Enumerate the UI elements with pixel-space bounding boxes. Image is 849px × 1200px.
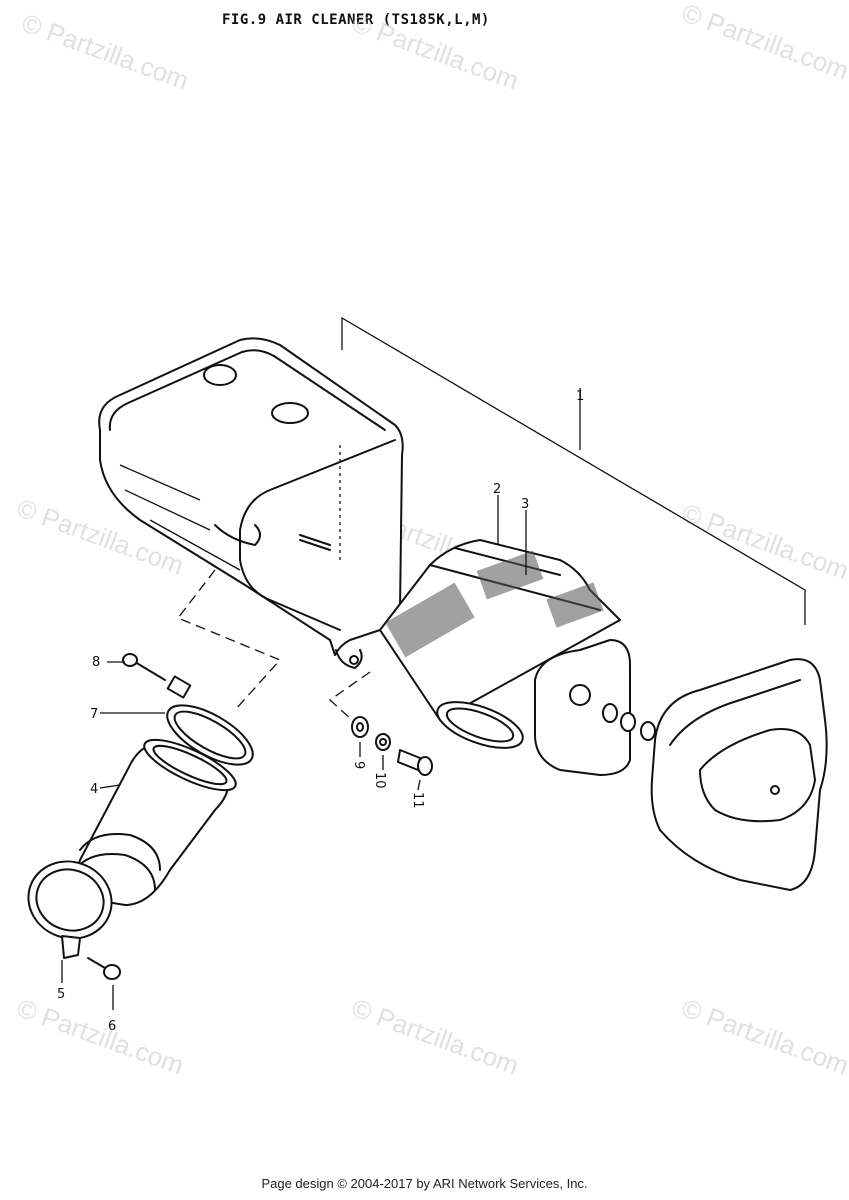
clamp-screw-lower <box>87 957 121 980</box>
callout-7: 7 <box>90 707 98 722</box>
watermark: © Partzilla.com <box>678 0 849 86</box>
callout-10: 10 <box>372 772 387 789</box>
leader-lines <box>61 495 527 1010</box>
watermark: © Partzilla.com <box>348 992 523 1080</box>
watermark: © Partzilla.com <box>678 992 849 1080</box>
watermark: © Partzilla.com <box>678 497 849 585</box>
callout-9: 9 <box>351 761 366 769</box>
air-cleaner-case <box>98 337 404 669</box>
callout-8: 8 <box>92 655 100 670</box>
filter-element <box>379 539 656 776</box>
lock-washer <box>375 733 391 751</box>
assembly-guide-lines <box>176 569 371 721</box>
air-cleaner-cover <box>650 658 828 891</box>
bolt <box>397 749 433 776</box>
callout-11: 11 <box>410 792 425 809</box>
callout-4: 4 <box>90 782 98 797</box>
hose-clamp-upper <box>166 675 254 766</box>
inlet-hose <box>74 738 237 906</box>
page-footer: Page design © 2004-2017 by ARI Network S… <box>261 1176 588 1191</box>
clamp-screw-upper <box>122 653 166 681</box>
callouts: 1 2 3 4 5 6 7 8 9 10 11 <box>57 389 584 1034</box>
watermark: © Partzilla.com <box>348 7 523 95</box>
assembly-bracket <box>341 316 806 625</box>
callout-6: 6 <box>108 1019 116 1034</box>
watermarks: © Partzilla.com © Partzilla.com © Partzi… <box>13 0 849 1081</box>
hose-clamp-lower <box>27 860 113 959</box>
callout-3: 3 <box>521 497 529 512</box>
washer <box>351 716 369 738</box>
watermark: © Partzilla.com <box>18 7 193 95</box>
callout-5: 5 <box>57 987 65 1002</box>
callout-1: 1 <box>576 389 584 404</box>
watermark: © Partzilla.com <box>13 992 188 1080</box>
diagram-title: FIG.9 AIR CLEANER (TS185K,L,M) <box>222 12 490 28</box>
callout-2: 2 <box>493 482 501 497</box>
